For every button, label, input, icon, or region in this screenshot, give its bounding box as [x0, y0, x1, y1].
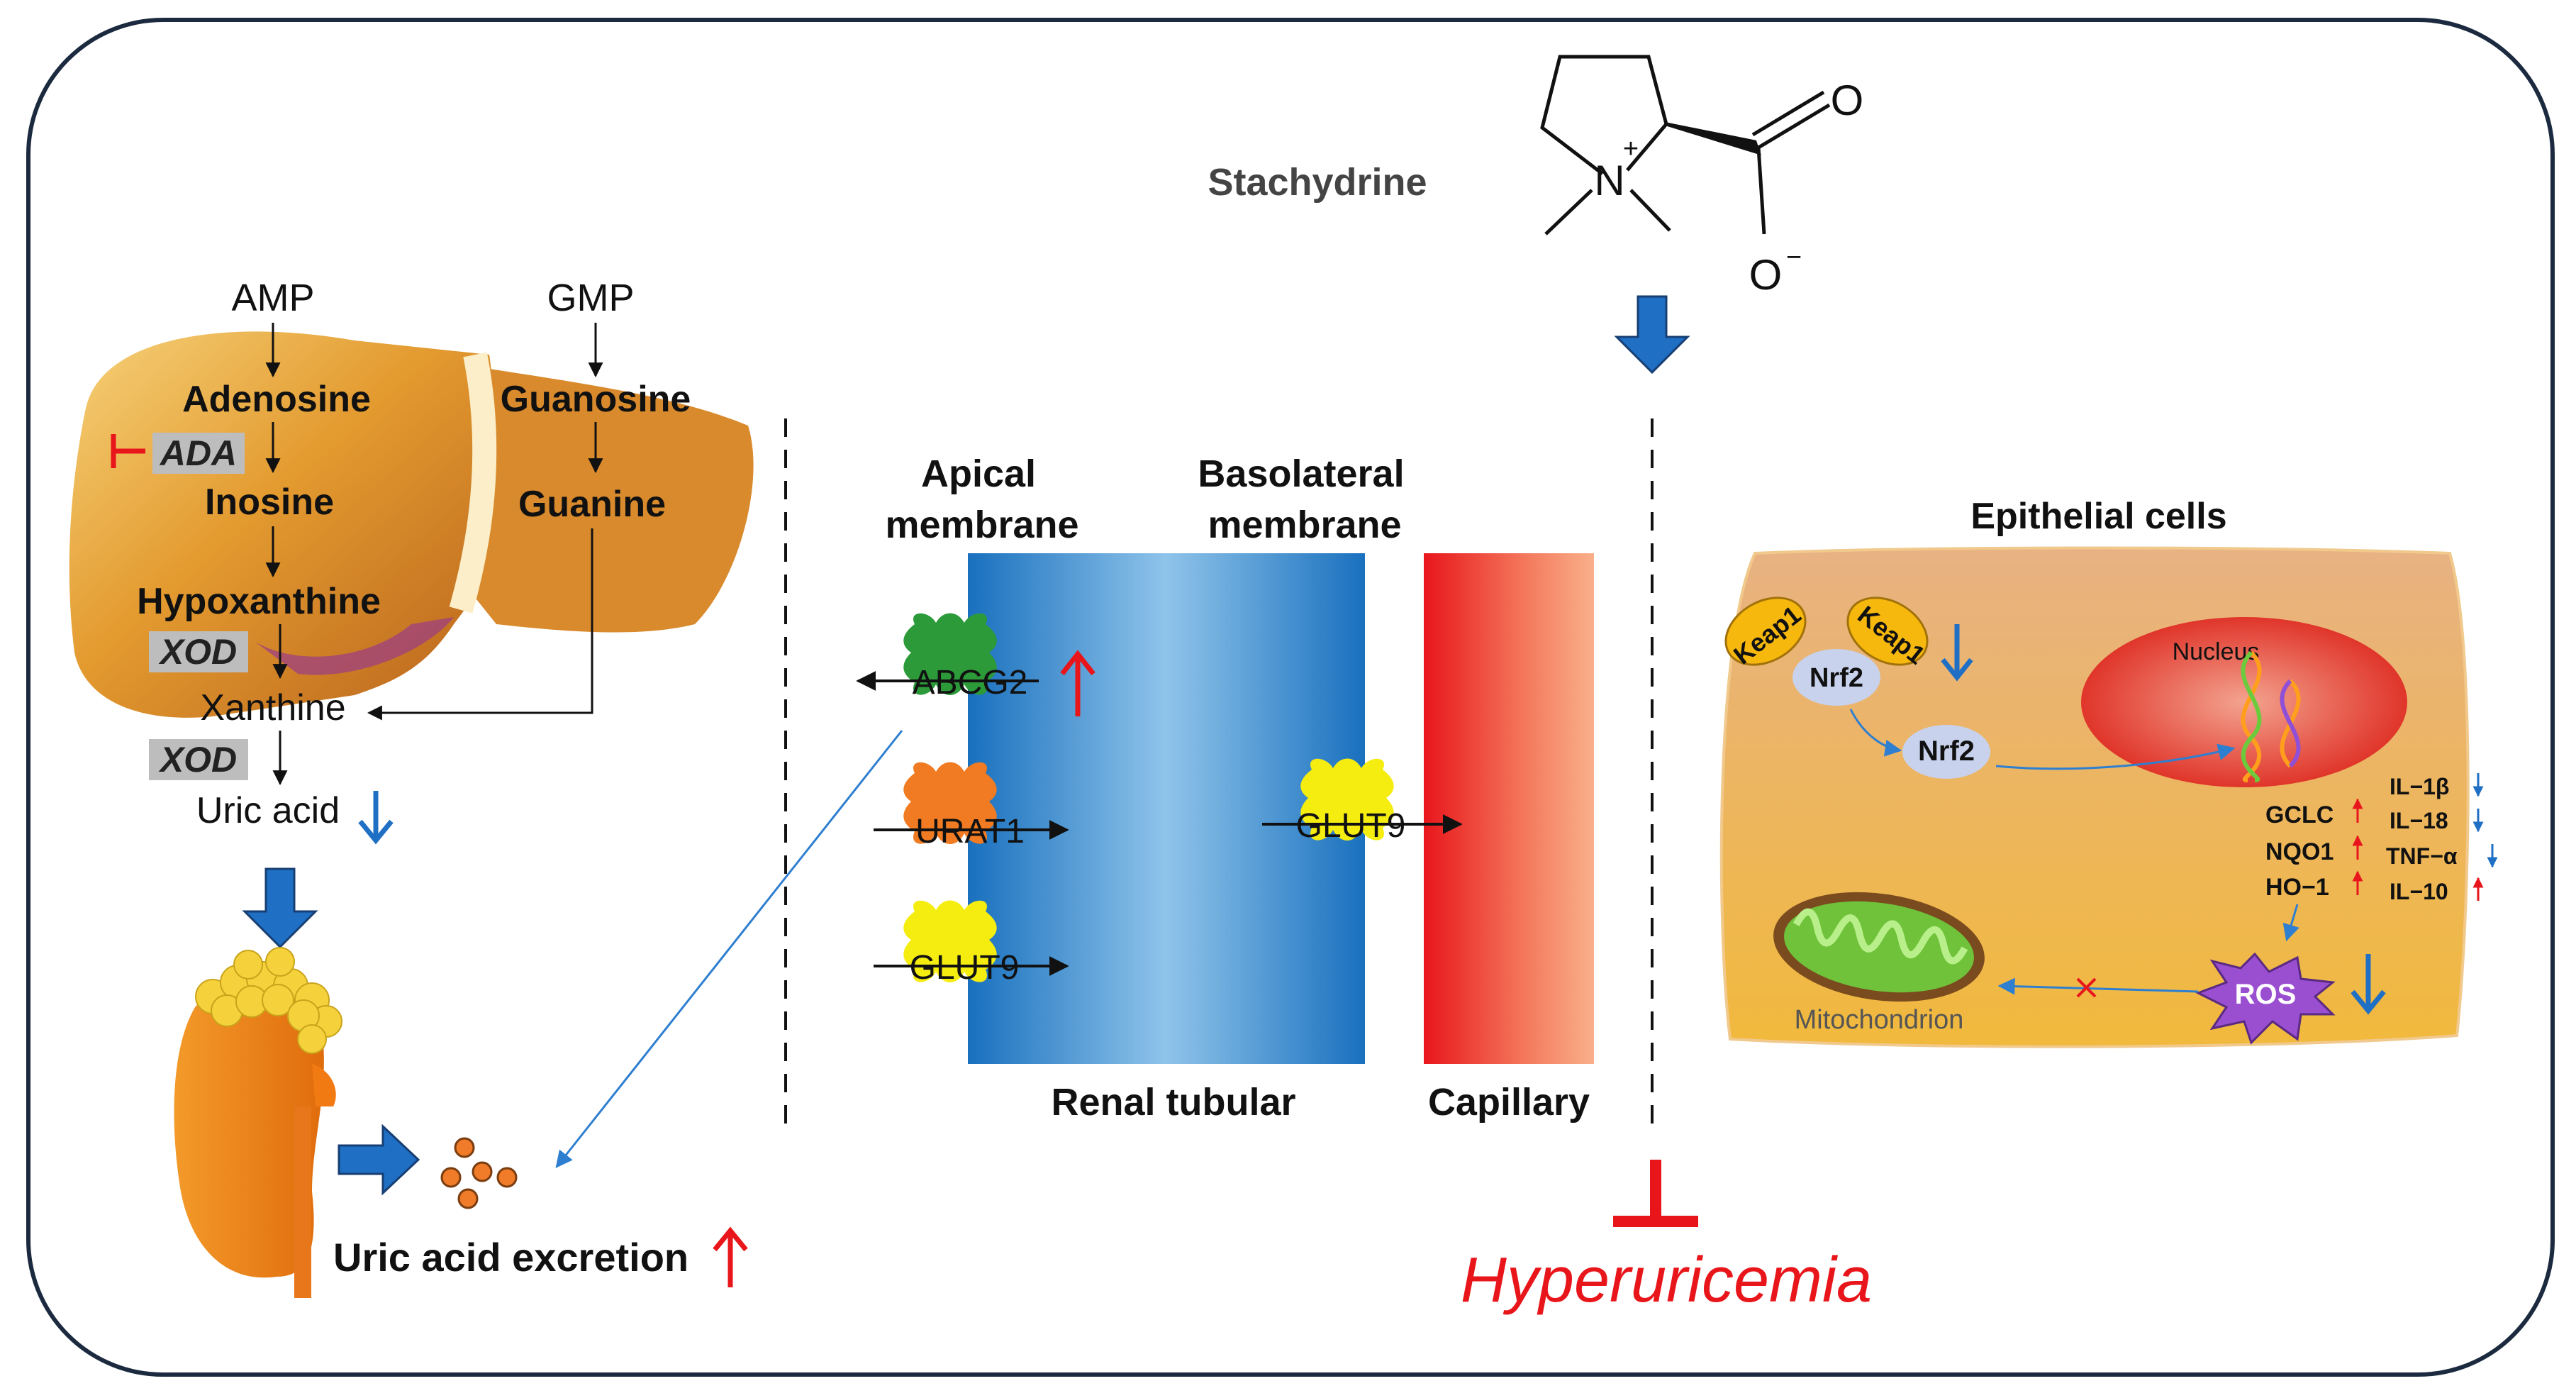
- apical-label-line2: membrane: [885, 504, 1078, 546]
- apical-label-line1: Apical: [921, 453, 1036, 495]
- ada-label: ADA: [159, 433, 237, 473]
- ros-down-arrow-icon: [2351, 954, 2386, 1015]
- renal-tubular-label: Renal tubular: [1051, 1081, 1295, 1124]
- capillary-label: Capillary: [1428, 1081, 1590, 1124]
- guanosine-label: Guanosine: [501, 379, 691, 420]
- capillary-vessel: [1424, 553, 1594, 1064]
- outer-frame: [26, 18, 2555, 1377]
- excretion-label: Uric acid excretion: [333, 1235, 688, 1280]
- kidney-illustration: [174, 947, 342, 1298]
- gene-ho1: HO−1: [2265, 874, 2329, 901]
- liver-illustration: [69, 331, 754, 718]
- glut9-basolateral-label: GLUT9: [1296, 807, 1406, 845]
- ros-starburst: [2195, 952, 2336, 1045]
- gene-gclc: GCLC: [2265, 801, 2334, 828]
- nitrogen-charge: +: [1623, 134, 1639, 164]
- abcg2-transporter: [903, 613, 997, 695]
- urat1-label: URAT1: [915, 813, 1025, 850]
- guanine-label: Guanine: [518, 484, 666, 525]
- xod1-label: XOD: [158, 632, 237, 672]
- keap1-complex: [1724, 597, 1929, 706]
- cytokine-arrows: [2472, 773, 2498, 901]
- cytokine-tnfa: TNF−α: [2386, 843, 2458, 869]
- oxygen-charge: −: [1786, 243, 1802, 272]
- nrf2-free-label: Nrf2: [1918, 736, 1975, 767]
- ros-label: ROS: [2235, 979, 2297, 1010]
- mitochondrion-label: Mitochondrion: [1795, 1005, 1964, 1035]
- stachydrine-molecule: [1540, 55, 1831, 235]
- abcg2-up-arrow-icon: [1060, 650, 1095, 716]
- abcg2-connector: [555, 730, 903, 1168]
- adenosine-label: Adenosine: [182, 379, 371, 420]
- nucleus: [2081, 617, 2407, 787]
- excretion-up-arrow-icon: [713, 1226, 748, 1287]
- excretion-right-arrow-icon: [338, 1124, 420, 1196]
- hypoxanthine-label: Hypoxanthine: [137, 581, 381, 622]
- purine-pathway: AMP GMP Adenosine Guanosine ADA Inosine …: [111, 277, 691, 845]
- nrf2-free: [1902, 725, 1990, 779]
- basolateral-label-line1: Basolateral: [1198, 453, 1404, 495]
- epithelial-title: Epithelial cells: [1970, 496, 2226, 537]
- glut9-apical-transporter: [903, 900, 997, 982]
- uric-acid-down-arrow-icon: [358, 791, 394, 845]
- blocked-x-icon: [2076, 977, 2097, 998]
- inosine-label: Inosine: [205, 482, 334, 523]
- ada-inhibitor-icon: [111, 434, 145, 468]
- uric-acid-particles: [440, 1137, 518, 1209]
- oxygen-minus-label: O: [1749, 251, 1783, 299]
- title: Stachydrine: [1208, 161, 1427, 204]
- gene-nqo1: NQO1: [2265, 838, 2334, 865]
- urat1-transporter: [903, 762, 997, 844]
- xanthine-label: Xanthine: [200, 687, 345, 728]
- cytokine-il10: IL−10: [2390, 879, 2448, 904]
- amp-label: AMP: [231, 277, 314, 319]
- hyperuricemia-inhibitor-icon: [1613, 1160, 1698, 1227]
- gmp-label: GMP: [547, 277, 634, 319]
- abcg2-label: ABCG2: [913, 664, 1028, 701]
- glut9-apical-label: GLUT9: [910, 949, 1020, 987]
- cytokine-il18: IL−18: [2390, 808, 2448, 833]
- xod2-label: XOD: [158, 740, 237, 780]
- cytokine-il1b: IL−1β: [2390, 774, 2449, 799]
- liver-to-kidney-arrow-icon: [242, 867, 318, 949]
- outcome-label: Hyperuricemia: [1461, 1245, 1872, 1316]
- nrf2-bound-label: Nrf2: [1810, 663, 1863, 693]
- uric-acid-label: Uric acid: [196, 790, 340, 831]
- nitrogen-label: N: [1594, 157, 1624, 204]
- basolateral-label-line2: membrane: [1208, 504, 1401, 546]
- dna-icon: [2241, 650, 2301, 782]
- mitochondrion-icon: [1773, 892, 1985, 1002]
- renal-tubule: [968, 553, 1365, 1064]
- glut9-basolateral-transporter: [1300, 758, 1394, 841]
- stachydrine-down-arrow-icon: [1614, 295, 1690, 375]
- oxygen-double-label: O: [1831, 77, 1864, 124]
- keap1-down-arrow-icon: [1941, 624, 1973, 682]
